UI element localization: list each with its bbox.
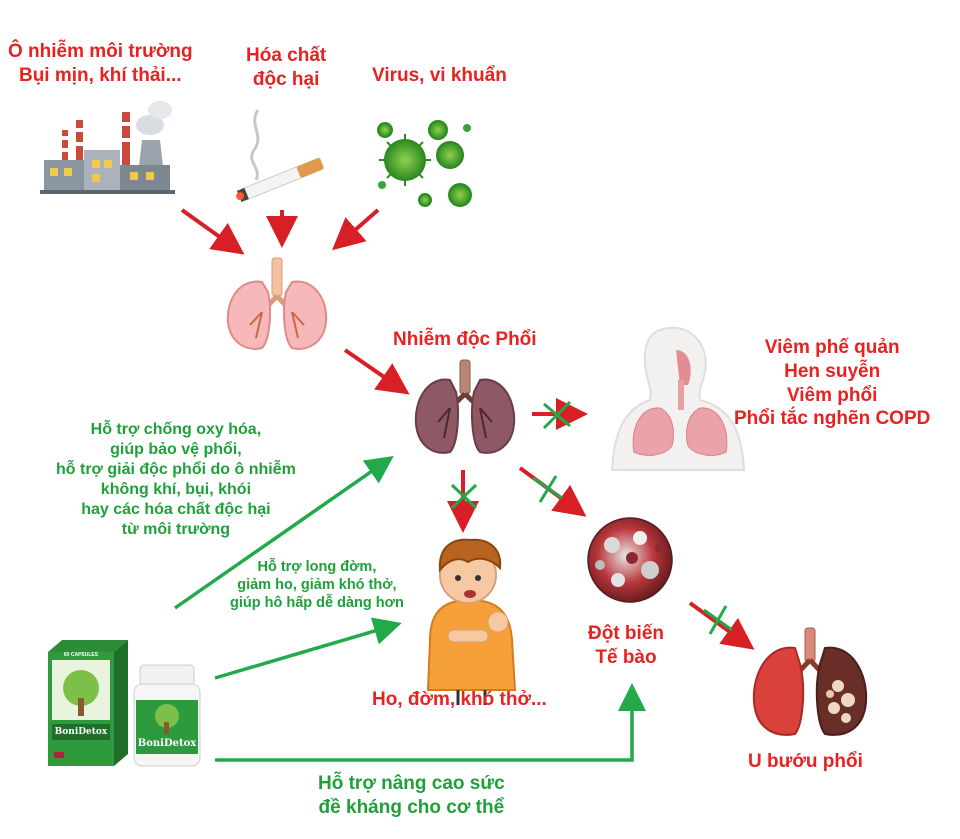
healthy-lungs-icon [226,257,328,350]
product-box-brand: BoniDetox [54,727,108,737]
support-cough-text: Hỗ trợ long đờm, giảm ho, giảm khó thở, … [230,559,404,612]
arrow-product-to-cell [215,683,646,762]
factory-icon [40,101,175,194]
block-mark-tumor [703,605,733,635]
support-antioxidant-text: Hỗ trợ chống oxy hóa, giúp bảo vệ phổi, … [56,421,296,538]
product-bottle-icon [133,664,201,767]
arrow-cell-to-tumor [688,601,755,650]
block-mark-diseases [542,400,572,430]
arrow-virus-to-lungs [331,208,380,251]
product-bottle-brand: BoniDetox [137,738,197,749]
cause-pollution-label: Ô nhiễm môi trường Bụi mịn, khí thải... [8,41,193,86]
tumor-lungs-icon [752,627,868,736]
block-mark-symptom [450,483,478,510]
block-mark-cell [532,475,563,503]
product-box-tag: 60 CAPSULES [63,652,99,658]
support-immunity-text: Hỗ trợ nâng cao sức đề kháng cho cơ thể [318,773,505,818]
disease-item: Hen suyễn [784,360,881,382]
disease-item: Viêm phế quản [764,337,900,358]
coughing-child-icon [426,538,517,705]
product-box-icon [48,640,128,766]
tumor-label: U bướu phổi [748,751,863,772]
disease-item: Viêm phổi [786,384,878,406]
disease-item: Phổi tắc nghẽn COPD [734,408,931,430]
arrow-product-to-child [214,617,402,680]
toxic-lungs-icon [414,359,516,454]
arrow-product-to-toxic [174,456,394,610]
mutation-label: Đột biến Tế bào [588,623,664,668]
arrow-lungs-to-toxic [343,348,410,395]
toxic-lungs-title: Nhiễm độc Phổi [393,329,537,350]
mutated-cell-icon [587,517,673,603]
cigarette-icon [236,109,324,203]
respiratory-system-icon [610,326,746,471]
cause-chemicals-label: Hóa chất độc hại [246,45,327,90]
virus-icon [377,120,472,207]
symptom-label: Ho, đờm, khó thở... [372,689,547,710]
cause-virus-label: Virus, vi khuẩn [372,65,507,86]
disease-list: Viêm phế quản Hen suyễn Viêm phổi Phổi t… [734,336,930,431]
arrow-pollution-to-lungs [180,208,245,255]
